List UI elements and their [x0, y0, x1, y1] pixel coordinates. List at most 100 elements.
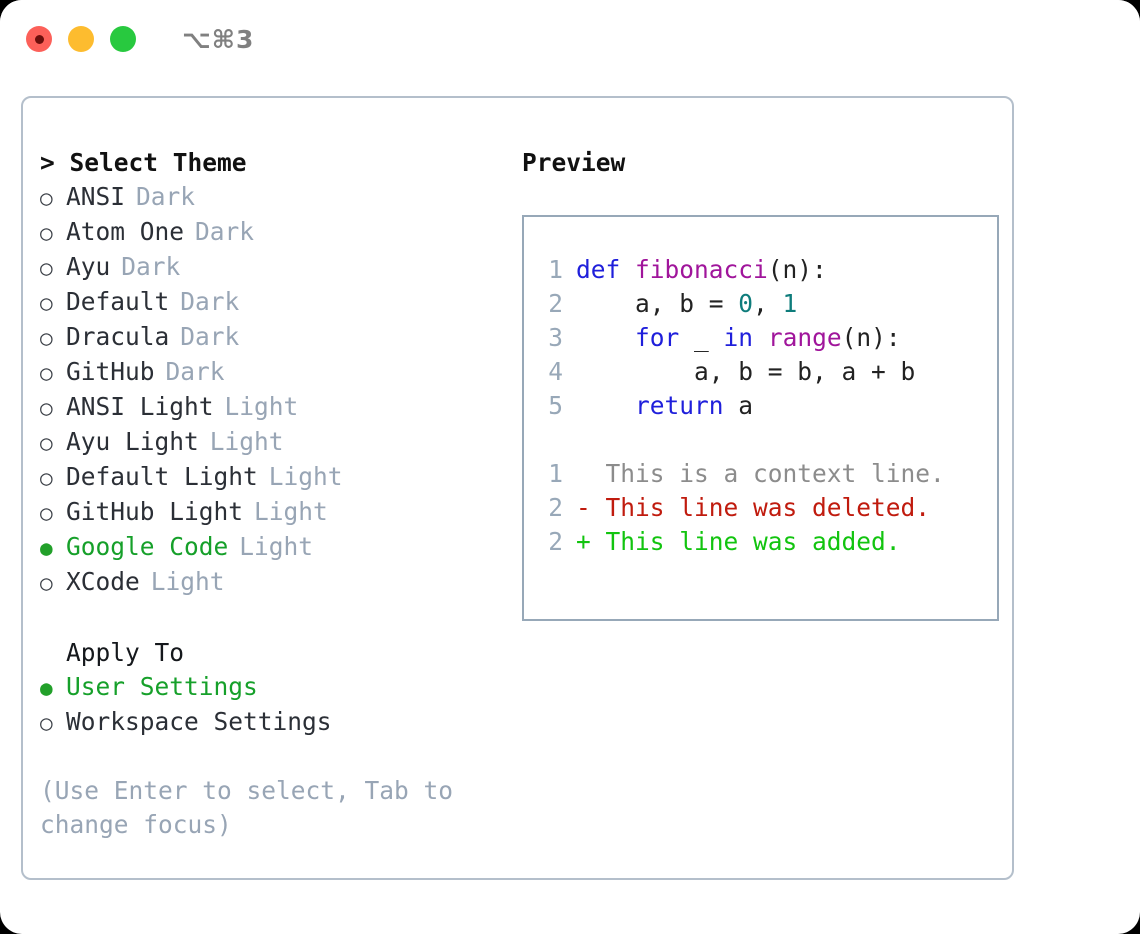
keyboard-hint-text: (Use Enter to select, Tab to change focu… [40, 776, 468, 839]
theme-option-dracula[interactable]: ○ Dracula Dark [40, 320, 502, 355]
line-number: 2 [548, 527, 563, 556]
code-line-text: def fibonacci(n): [576, 253, 827, 287]
theme-option-kind-badge: Dark [165, 357, 225, 386]
theme-option-label: Dracula [66, 322, 170, 351]
theme-option-ayu-light[interactable]: ○ Ayu Light Light [40, 425, 502, 460]
apply-to-option-list[interactable]: ● User Settings ○Workspace Settings [40, 670, 502, 740]
code-token-kw: in [723, 323, 754, 352]
theme-option-google-code[interactable]: ● Google Code Light [40, 530, 502, 565]
code-token-plain: _ [679, 323, 724, 352]
code-token-plain: a, b = b, a + b [576, 357, 916, 386]
theme-option-label: Default Light [66, 462, 258, 491]
radio-unselected-icon: ○ [40, 186, 53, 210]
code-token-plain: a [723, 391, 754, 420]
code-token-num: 1 [782, 289, 798, 318]
theme-option-kind-badge: Light [268, 462, 343, 491]
apply-to-option-workspace-settings[interactable]: ○Workspace Settings [40, 705, 502, 740]
title-bar: ⌥⌘3 [0, 0, 1140, 78]
theme-option-kind-badge: Dark [180, 322, 240, 351]
theme-option-label: Ayu Light [66, 427, 199, 456]
diff-line-del: 2- This line was deleted. [546, 491, 997, 525]
radio-unselected-icon: ○ [40, 466, 53, 490]
theme-option-label: ANSI [66, 182, 126, 211]
code-token-fn: range [767, 323, 842, 352]
recording-indicator-icon [34, 34, 44, 44]
theme-option-kind-badge: Light [239, 532, 314, 561]
diff-text: This line was added. [605, 527, 901, 556]
radio-selected-icon: ● [40, 676, 53, 700]
code-line-text: a, b = 0, 1 [576, 287, 797, 321]
theme-option-kind-badge: Light [224, 392, 299, 421]
theme-option-kind-badge: Light [209, 427, 284, 456]
radio-unselected-icon: ○ [40, 431, 53, 455]
diff-line-ctx: 1 This is a context line. [546, 457, 997, 491]
theme-option-ansi[interactable]: ○ ANSI Dark [40, 180, 502, 215]
select-theme-header: > Select Theme [40, 148, 247, 177]
diff-line-text: - This line was deleted. [576, 491, 930, 525]
diff-line-add: 2 + This line was added. [546, 525, 997, 559]
diff-sign: - [576, 493, 591, 522]
theme-option-kind-badge: Dark [136, 182, 196, 211]
code-token-plain: (n): [767, 255, 827, 284]
theme-option-label: Ayu [66, 252, 111, 281]
theme-option-kind-badge: Dark [180, 287, 240, 316]
radio-unselected-icon: ○ [40, 571, 53, 595]
apply-to-option-label: Workspace Settings [66, 707, 332, 736]
line-number: 1 [548, 459, 563, 488]
code-line-text: return a [576, 389, 753, 423]
code-line-text: for _ in range(n): [576, 321, 901, 355]
code-line-text: a, b = b, a + b [576, 355, 915, 389]
diff-sample: 1 This is a context line.2- This line wa… [546, 457, 997, 559]
theme-option-github-light[interactable]: ○ GitHub Light Light [40, 495, 502, 530]
theme-option-kind-badge: Dark [121, 252, 181, 281]
radio-unselected-icon: ○ [40, 396, 53, 420]
code-token-plain: (n): [841, 323, 901, 352]
code-token-kw: for [635, 323, 680, 352]
theme-option-label: GitHub Light [66, 497, 244, 526]
line-number: 3 [548, 323, 563, 352]
radio-unselected-icon: ○ [40, 291, 53, 315]
radio-selected-icon: ● [40, 536, 53, 560]
theme-option-label: Atom One [66, 217, 185, 246]
theme-option-label: Default [66, 287, 170, 316]
code-token-plain: , [753, 289, 783, 318]
theme-option-kind-badge: Light [254, 497, 328, 526]
code-line: 3 for _ in range(n): [546, 321, 997, 355]
code-line: 4 a, b = b, a + b [546, 355, 997, 389]
diff-text: This line was deleted. [605, 493, 931, 522]
diff-sign: + [576, 527, 591, 556]
radio-unselected-icon: ○ [40, 501, 53, 525]
radio-unselected-icon: ○ [40, 361, 53, 385]
diff-text: This is a context line. [605, 459, 945, 488]
line-number: 2 [548, 493, 563, 522]
window-controls [26, 26, 136, 52]
theme-option-label: Google Code [66, 532, 229, 561]
code-line: 2 a, b = 0, 1 [546, 287, 997, 321]
code-token-plain [753, 323, 768, 352]
code-token-plain [576, 391, 635, 420]
code-token-plain [576, 323, 635, 352]
close-button[interactable] [26, 26, 52, 52]
line-number: 5 [548, 391, 563, 420]
code-token-plain: a, b = [576, 289, 739, 318]
minimize-button[interactable] [68, 26, 94, 52]
apply-to-option-user-settings[interactable]: ● User Settings [40, 670, 502, 705]
radio-unselected-icon: ○ [40, 326, 53, 350]
apply-to-option-label: User Settings [66, 672, 258, 701]
theme-option-default-light[interactable]: ○ Default Light Light [40, 460, 502, 495]
theme-option-default[interactable]: ○ Default Dark [40, 285, 502, 320]
maximize-button[interactable] [110, 26, 136, 52]
